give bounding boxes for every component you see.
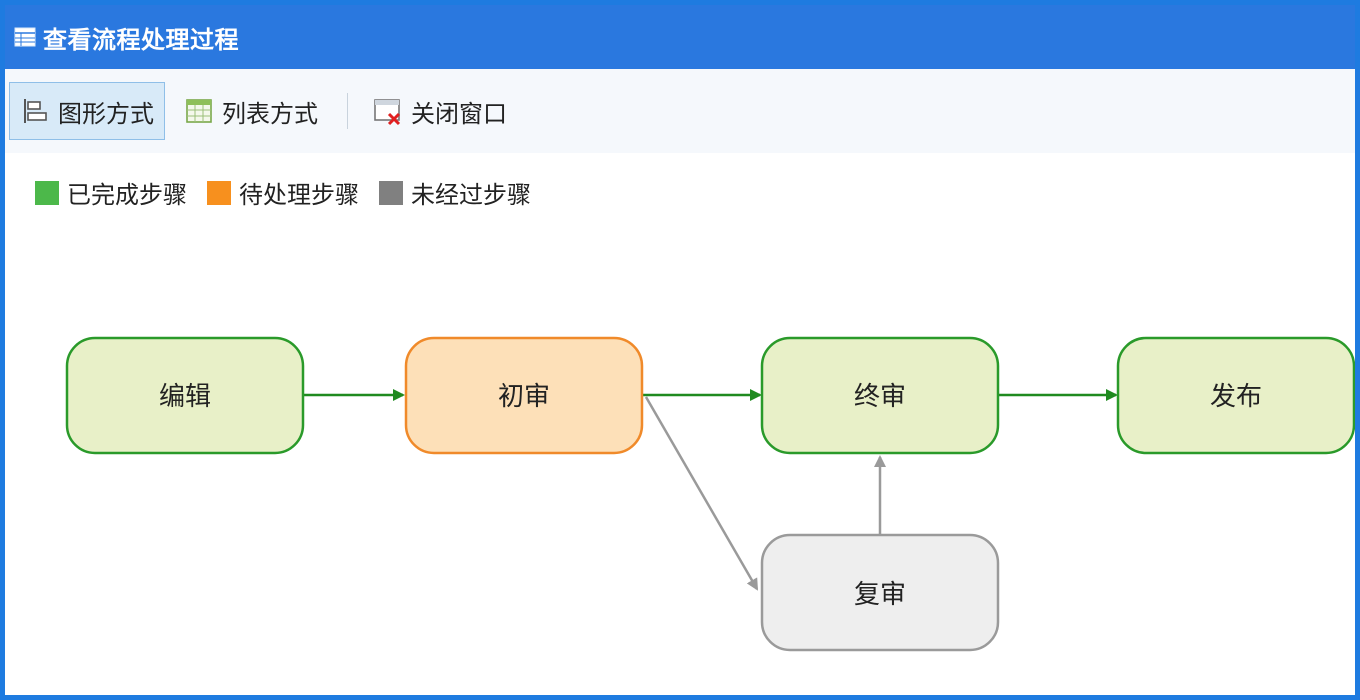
toolbar-divider [347, 93, 348, 129]
close-window-button[interactable]: 关闭窗口 [362, 82, 518, 140]
flow-node-label: 发布 [1210, 382, 1262, 412]
list-view-label: 列表方式 [222, 99, 318, 128]
window-title: 查看流程处理过程 [43, 25, 239, 54]
legend-label-completed: 已完成步骤 [67, 181, 187, 209]
graph-view-icon [20, 96, 50, 126]
close-window-label: 关闭窗口 [411, 99, 507, 128]
edge-initial-review [644, 396, 759, 591]
toolbar: 图形方式 列表方式 [5, 69, 1355, 153]
flow-diagram: 编辑 初审 终审 发布 复审 [65, 336, 1355, 652]
graph-view-button[interactable]: 图形方式 [9, 82, 165, 140]
graph-view-label: 图形方式 [58, 99, 154, 128]
flow-node-label: 复审 [854, 580, 906, 610]
list-view-button[interactable]: 列表方式 [173, 82, 329, 140]
flow-node-initial[interactable]: 初审 [404, 336, 644, 455]
title-bar: 查看流程处理过程 [5, 5, 1355, 69]
close-window-icon [373, 96, 403, 126]
legend-swatch-completed [35, 180, 59, 205]
legend-item-unvisited: 未经过步骤 [379, 175, 531, 210]
list-view-icon [184, 96, 214, 126]
legend-label-unvisited: 未经过步骤 [411, 181, 531, 209]
legend-swatch-pending [207, 180, 231, 205]
legend-swatch-unvisited [379, 180, 403, 205]
table-icon [13, 25, 37, 49]
legend-item-completed: 已完成步骤 [35, 175, 187, 210]
flow-node-publish[interactable]: 发布 [1116, 336, 1355, 455]
flow-node-edit[interactable]: 编辑 [65, 336, 305, 455]
legend-item-pending: 待处理步骤 [207, 175, 359, 210]
legend: 已完成步骤 待处理步骤 未经过步骤 [35, 175, 551, 210]
flow-node-label: 初审 [498, 382, 550, 412]
flow-node-final[interactable]: 终审 [760, 336, 1000, 455]
flow-node-label: 终审 [854, 382, 906, 412]
flow-node-review[interactable]: 复审 [760, 533, 1000, 652]
flow-node-label: 编辑 [159, 382, 211, 412]
legend-label-pending: 待处理步骤 [239, 181, 359, 209]
